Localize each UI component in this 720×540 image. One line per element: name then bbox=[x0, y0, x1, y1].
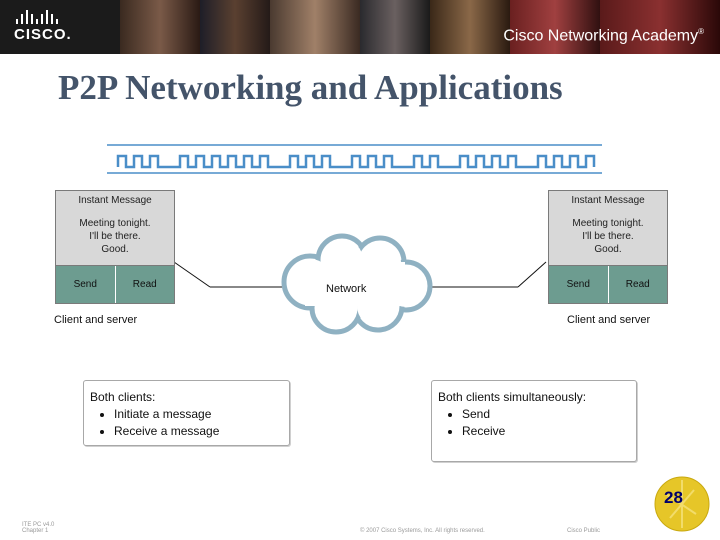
network-label: Network bbox=[326, 283, 367, 295]
left-info-list: Initiate a message Receive a message bbox=[84, 406, 289, 440]
trademark: ® bbox=[698, 27, 704, 36]
right-im-line3: Good. bbox=[594, 244, 622, 255]
header-banner: CISCO. Cisco Networking Academy® bbox=[0, 0, 720, 54]
left-im-header: Instant Message bbox=[78, 195, 152, 206]
left-im-line3: Good. bbox=[101, 244, 129, 255]
photo-strip-7 bbox=[600, 0, 720, 54]
photo-strip-3 bbox=[270, 0, 360, 54]
footer-copyright: © 2007 Cisco Systems, Inc. All rights re… bbox=[360, 528, 485, 534]
left-im-panel: Instant Message Meeting tonight. I'll be… bbox=[56, 191, 174, 266]
photo-strip-4 bbox=[360, 0, 430, 54]
left-im-line1: Meeting tonight. bbox=[79, 218, 151, 229]
signal-pulses bbox=[116, 154, 596, 169]
slide-title: P2P Networking and Applications bbox=[58, 68, 563, 107]
footer-chapter-text: Chapter 1 bbox=[22, 528, 49, 534]
photo-strip-6 bbox=[510, 0, 600, 54]
right-caption: Client and server bbox=[567, 314, 651, 326]
right-im-panel: Instant Message Meeting tonight. I'll be… bbox=[549, 191, 667, 266]
left-caption: Client and server bbox=[54, 314, 138, 326]
left-info-heading: Both clients: bbox=[90, 390, 156, 404]
cisco-bars-icon bbox=[16, 10, 72, 24]
left-info-item: Initiate a message bbox=[114, 406, 289, 423]
right-info-item: Send bbox=[462, 406, 636, 423]
right-im-line1: Meeting tonight. bbox=[572, 218, 644, 229]
page-badge-icon bbox=[654, 476, 710, 532]
footer-course-text: ITE PC v4.0 bbox=[22, 522, 55, 528]
academy-title: Cisco Networking Academy® bbox=[503, 27, 704, 45]
photo-strip-1 bbox=[120, 0, 200, 54]
footer-classification: Cisco Public bbox=[567, 528, 601, 534]
right-info-heading: Both clients simultaneously: bbox=[438, 390, 587, 404]
right-im-line2: I'll be there. bbox=[582, 231, 634, 242]
photo-strip-2 bbox=[200, 0, 270, 54]
page-number: 28 bbox=[664, 488, 683, 507]
cisco-logo-text: CISCO. bbox=[14, 26, 72, 43]
left-read-button[interactable]: Read bbox=[114, 266, 174, 303]
link-left-diag bbox=[173, 261, 211, 288]
right-im-header: Instant Message bbox=[571, 195, 645, 206]
photo-strip-5 bbox=[430, 0, 510, 54]
link-right-diag bbox=[517, 261, 547, 288]
cisco-logo: CISCO. bbox=[14, 10, 72, 43]
right-info-item: Receive bbox=[462, 423, 636, 440]
right-info-box: Both clients simultaneously: Send Receiv… bbox=[431, 380, 637, 462]
right-send-button[interactable]: Send bbox=[549, 266, 608, 303]
signal-waveform bbox=[107, 144, 602, 174]
footer-course: ITE PC v4.0 Chapter 1 bbox=[22, 522, 54, 534]
left-im-window: Instant Message Meeting tonight. I'll be… bbox=[55, 190, 175, 304]
left-im-line2: I'll be there. bbox=[89, 231, 141, 242]
right-im-window: Instant Message Meeting tonight. I'll be… bbox=[548, 190, 668, 304]
left-info-item: Receive a message bbox=[114, 423, 289, 440]
left-send-button[interactable]: Send bbox=[56, 266, 115, 303]
right-info-list: Send Receive bbox=[432, 406, 636, 440]
right-read-button[interactable]: Read bbox=[607, 266, 667, 303]
academy-text: Cisco Networking Academy bbox=[503, 27, 699, 45]
left-info-box: Both clients: Initiate a message Receive… bbox=[83, 380, 290, 446]
